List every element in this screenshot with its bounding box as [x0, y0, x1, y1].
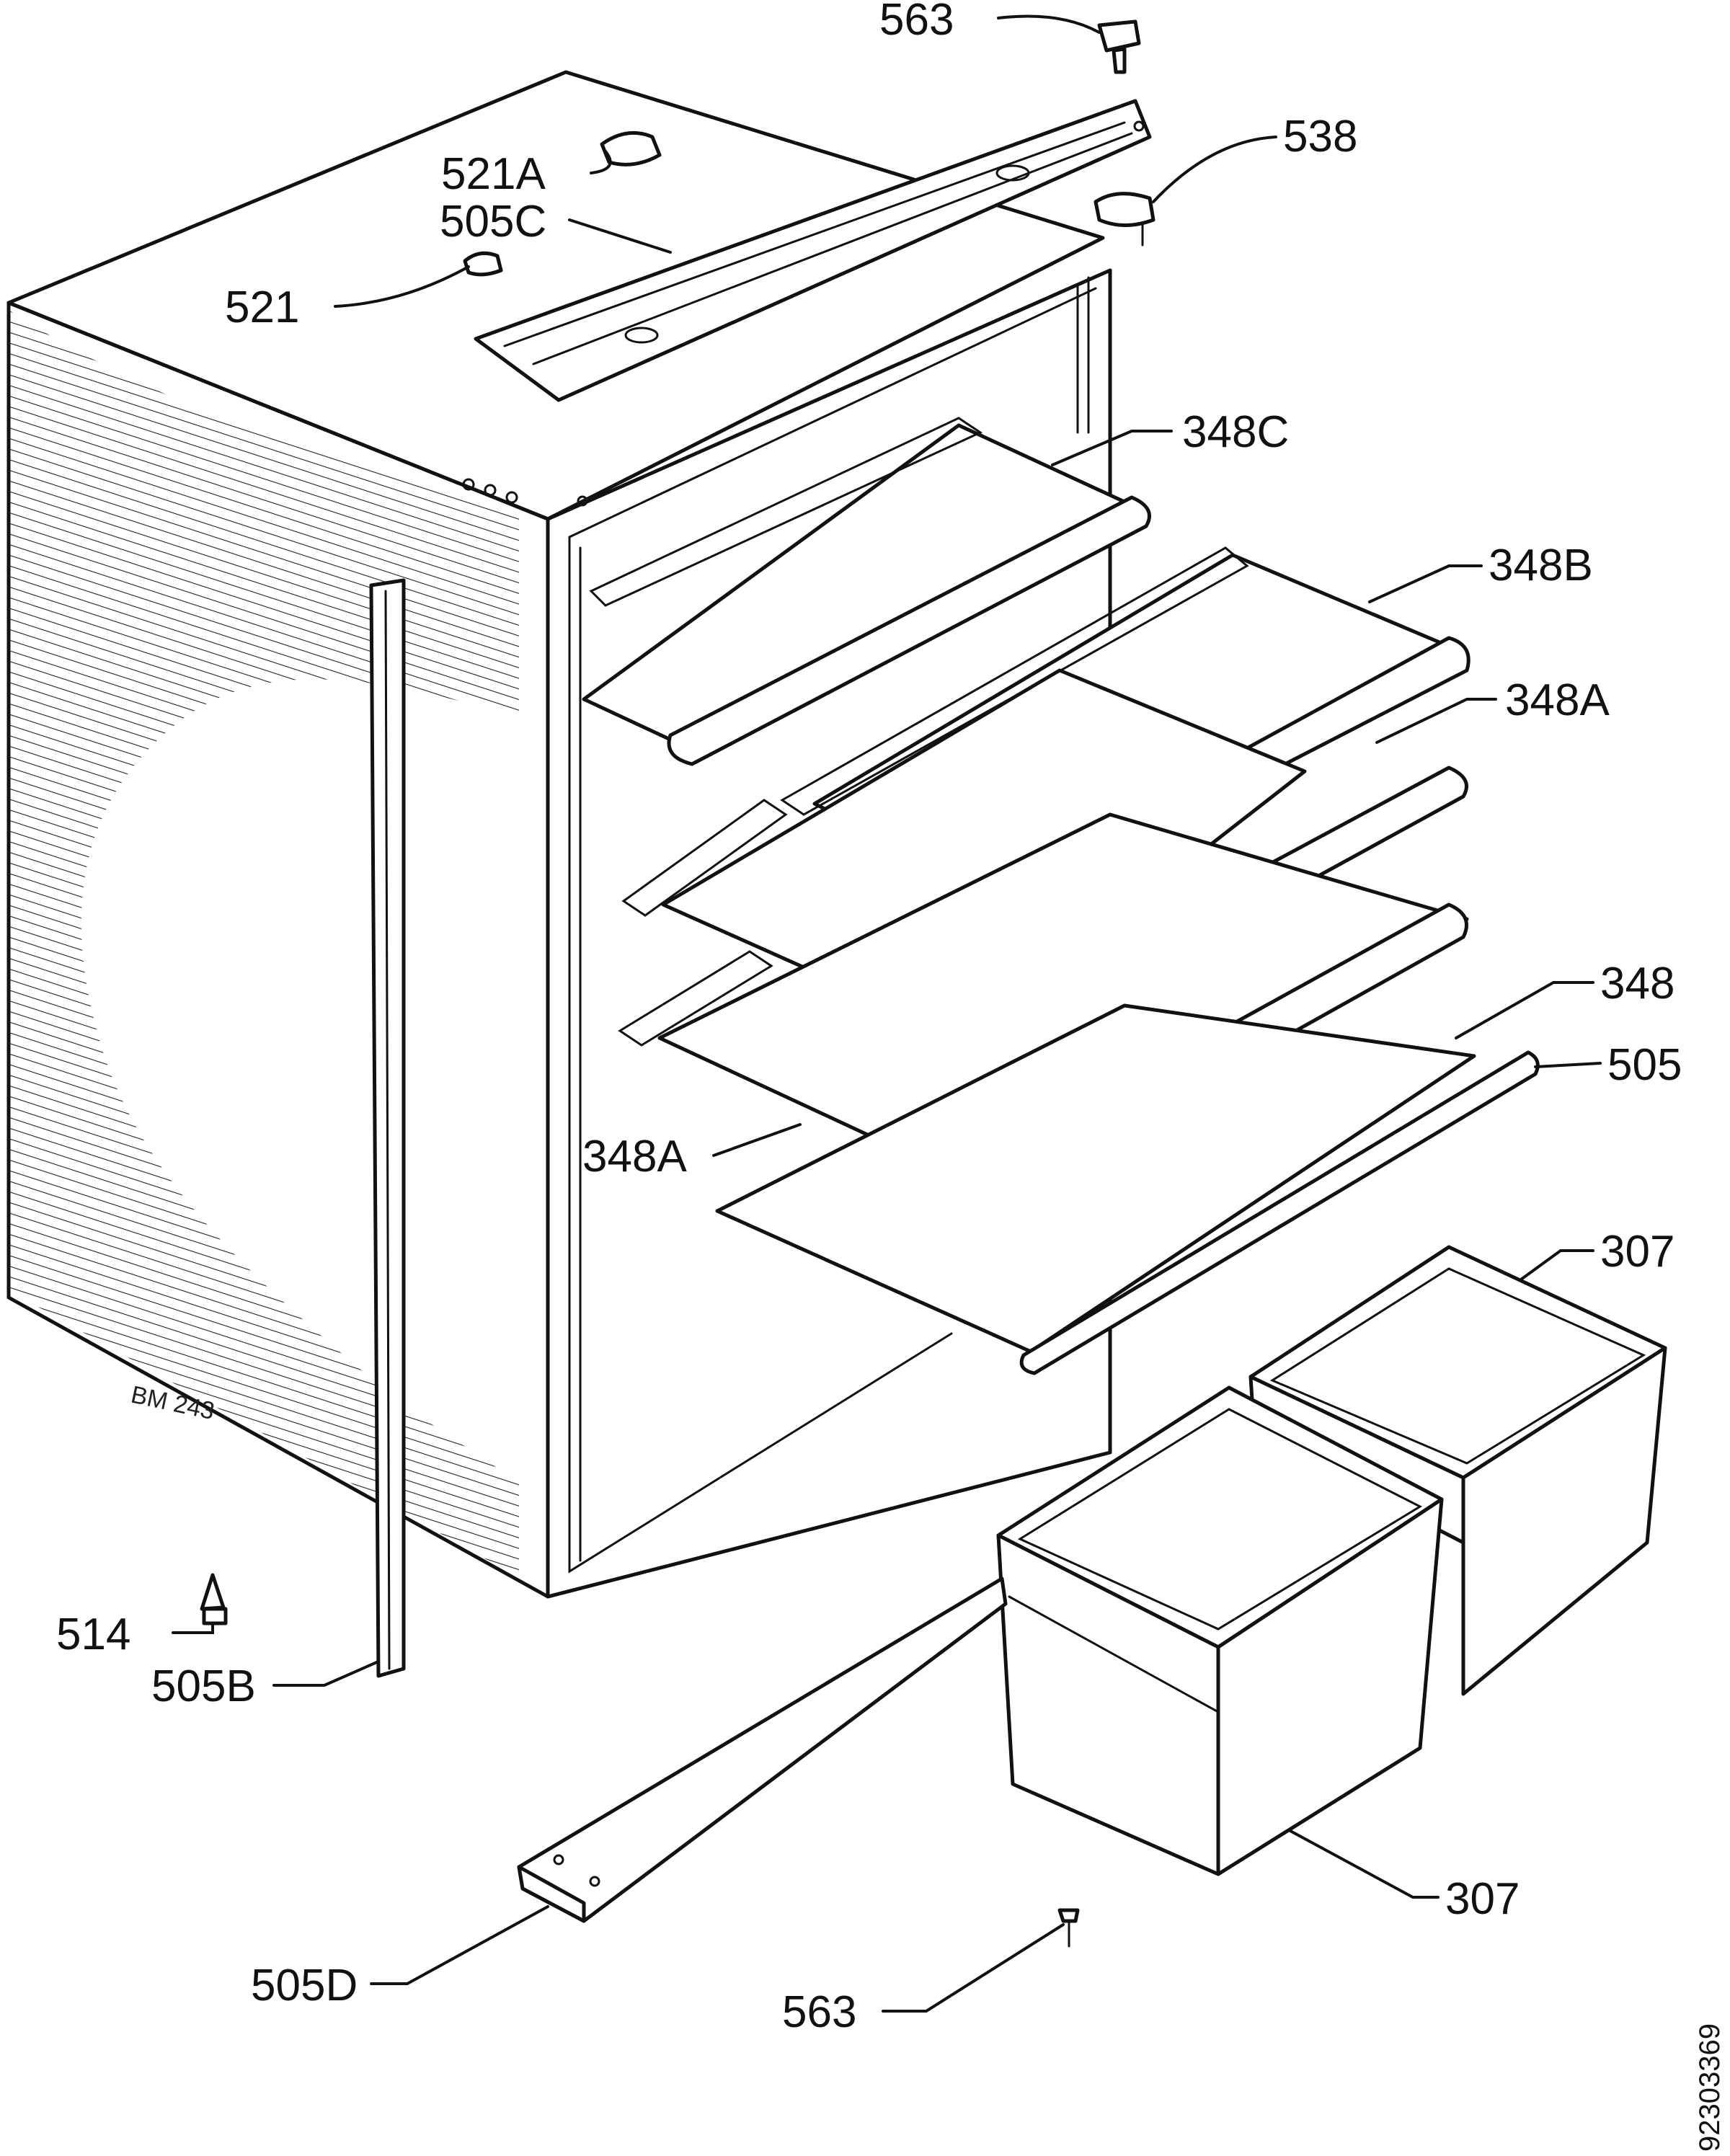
- bottom-rail-505D: [517, 1576, 1008, 1923]
- label-348B: 348B: [1489, 541, 1593, 590]
- label-563-top: 563: [879, 0, 954, 45]
- label-538: 538: [1283, 112, 1357, 161]
- shelf-348C: [582, 417, 1151, 766]
- screw-563-top: [1097, 19, 1141, 74]
- label-521A: 521A: [441, 149, 546, 199]
- rail-505: [1019, 1050, 1540, 1375]
- cap-521A: [600, 130, 662, 167]
- label-514: 514: [56, 1610, 130, 1659]
- label-505: 505: [1607, 1040, 1682, 1090]
- label-563-bottom: 563: [782, 1987, 856, 2037]
- label-348C: 348C: [1182, 407, 1289, 457]
- cabinet-front-frame: [546, 268, 1112, 1599]
- label-348A-left: 348A: [582, 1132, 687, 1181]
- label-505D: 505D: [251, 1961, 358, 2010]
- label-307-top: 307: [1600, 1227, 1674, 1277]
- label-505B: 505B: [151, 1662, 256, 1711]
- plug-521: [463, 251, 503, 277]
- crisper-bin-back: [1248, 1245, 1667, 1696]
- clip-514: [200, 1573, 228, 1625]
- crisper-bin-front: [996, 1385, 1444, 1876]
- screw-563-bottom: [1057, 1908, 1080, 1948]
- part-labels: 563 538 521A 505C 521 348C 348B 348A 348…: [56, 0, 1682, 2037]
- pivot-538: [1094, 192, 1155, 247]
- leader-lines: [172, 14, 1602, 2013]
- label-307-bottom: 307: [1445, 1874, 1520, 1924]
- side-trim-strip: [369, 578, 406, 1678]
- cabinet: BM 243: [6, 70, 1112, 1678]
- label-348A-right: 348A: [1505, 675, 1610, 725]
- label-348: 348: [1600, 959, 1674, 1008]
- document-number: 92303369: [1694, 2023, 1726, 2152]
- label-521: 521: [225, 283, 299, 332]
- label-505C: 505C: [440, 197, 546, 247]
- top-rail-505C: [474, 99, 1152, 402]
- shelf-348: [715, 1003, 1476, 1354]
